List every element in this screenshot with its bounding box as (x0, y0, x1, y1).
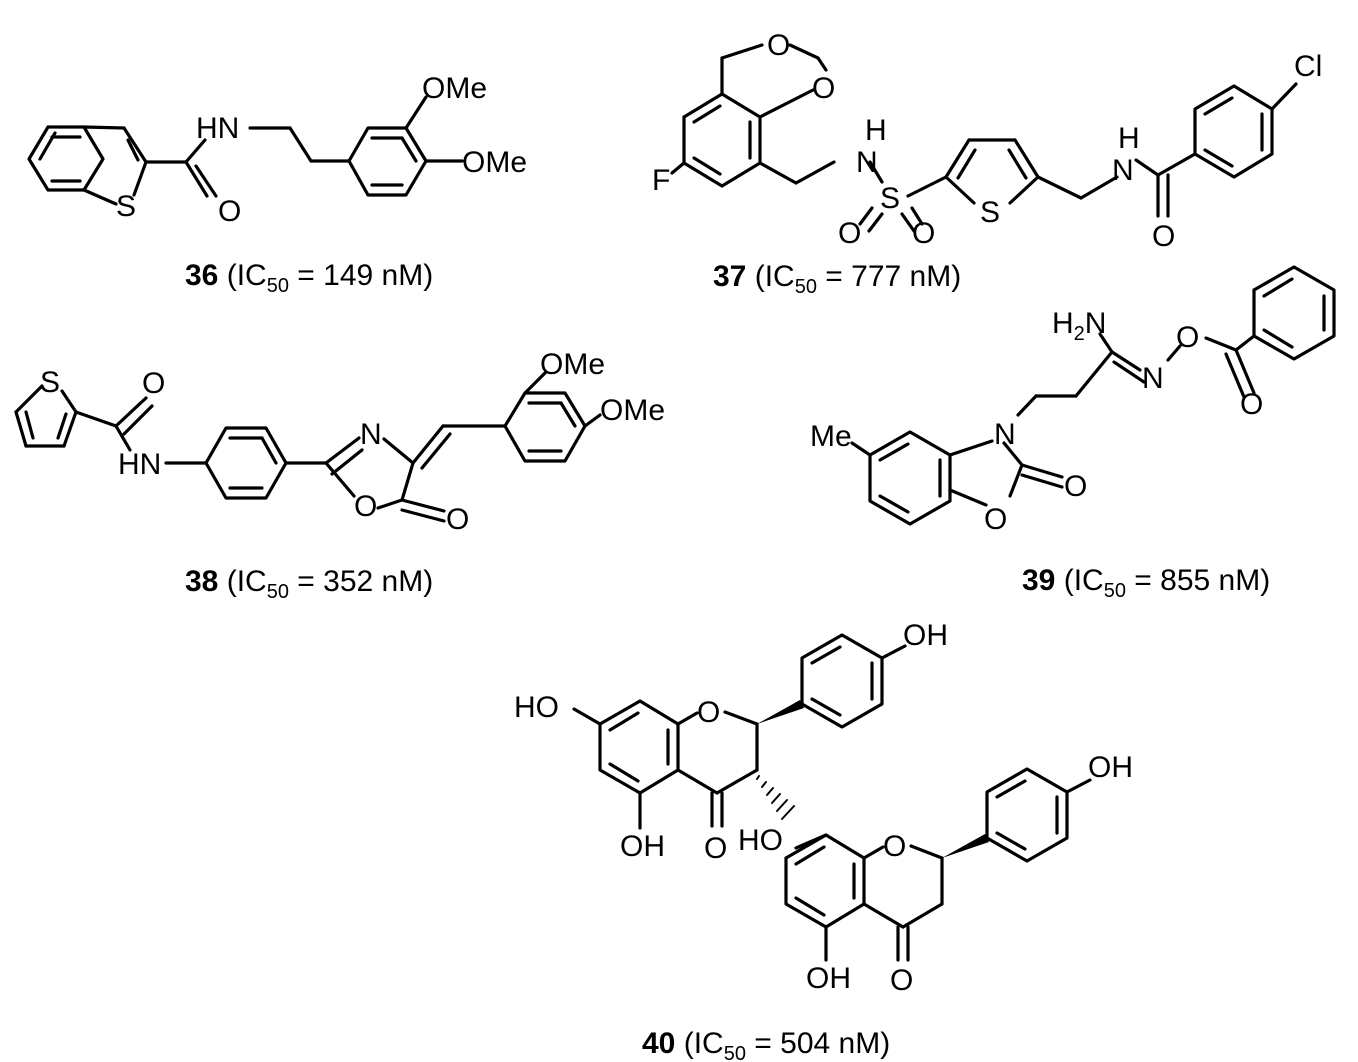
atom-s: S (980, 196, 1000, 229)
atom-oh: OH (620, 830, 665, 863)
hashed-bond (756, 775, 795, 820)
compound-40: OH HO O OH O OH HO O OH O 40 (IC50 = 504… (514, 619, 1133, 1062)
atom-o: O (890, 964, 913, 997)
atom-n: N (856, 146, 878, 179)
atom-hn: HN (196, 112, 239, 145)
atom-o: O (767, 29, 790, 62)
caption-37: 37 (IC50 = 777 nM) (713, 260, 961, 298)
atom-oh: OH (1088, 751, 1133, 784)
compound-number: 37 (713, 260, 746, 293)
atom-o: O (912, 217, 935, 250)
atom-s: S (40, 366, 60, 399)
caption-36: 36 (IC50 = 149 nM) (185, 259, 433, 297)
atom-ho: HO (514, 691, 559, 724)
ic-value: = 149 nM) (297, 259, 433, 292)
compound-number: 38 (185, 565, 218, 598)
atom-o: O (1152, 220, 1175, 253)
atom-o: O (883, 830, 906, 863)
ic-label: IC (694, 1027, 724, 1060)
ic-value: = 504 nM) (754, 1027, 890, 1060)
atom-o: O (1064, 470, 1087, 503)
caption-38: 38 (IC50 = 352 nM) (185, 565, 433, 603)
atom-o: O (838, 217, 861, 250)
atom-ome: OMe (422, 72, 487, 105)
atom-me: Me (810, 420, 852, 453)
atom-ome: OMe (600, 394, 665, 427)
atom-h: H (865, 114, 887, 147)
atom-ome: OMe (462, 146, 527, 179)
compound-38: S O HN N O O OMe OMe 38 (IC50 = 352 nM) (14, 348, 665, 603)
atom-hn: HN (118, 448, 161, 481)
compound-38-bonds (14, 371, 602, 523)
ic-value: = 352 nM) (297, 565, 433, 598)
compound-40-bonds (572, 633, 1092, 962)
ic-label: IC (237, 565, 267, 598)
ic-value: = 777 nM) (825, 260, 961, 293)
ic-subscript: 50 (267, 275, 289, 297)
atom-oh: OH (903, 619, 948, 652)
atom-o: O (446, 503, 469, 536)
atom-o: O (354, 490, 377, 523)
atom-h: H (1052, 307, 1074, 340)
compound-number: 40 (642, 1027, 675, 1060)
atom-s: S (116, 190, 136, 223)
atom-o: O (1240, 388, 1263, 421)
compound-39-bonds (850, 265, 1336, 526)
atom-o: O (984, 503, 1007, 536)
caption-40: 40 (IC50 = 504 nM) (642, 1027, 890, 1062)
atom-n: N (1085, 307, 1107, 340)
compound-39: H2N O N O Me N O O 39 (IC50 = 855 nM) (810, 265, 1336, 602)
atom-ome: OMe (540, 348, 605, 381)
compound-37-bonds (670, 43, 1298, 233)
compound-37: O O F H N S O O S H N O Cl 37 (IC50 = 77… (652, 29, 1322, 298)
atom-h2n: H2N (1052, 307, 1106, 345)
atom-o: O (1176, 321, 1199, 354)
atom-h: H (1118, 122, 1140, 155)
atom-s: S (880, 182, 900, 215)
compound-36: S HN O OMe OMe 36 (IC50 = 149 nM) (27, 72, 527, 297)
atom-o: O (218, 195, 241, 228)
ic-subscript: 50 (267, 581, 289, 603)
ic-label: IC (1074, 564, 1104, 597)
compound-36-bonds (27, 95, 464, 206)
atom-h-count: 2 (1074, 323, 1085, 345)
caption-39: 39 (IC50 = 855 nM) (1022, 564, 1270, 602)
atom-o: O (812, 72, 835, 105)
atom-n: N (994, 418, 1016, 451)
compound-number: 39 (1022, 564, 1055, 597)
compound-number: 36 (185, 259, 218, 292)
atom-o: O (142, 367, 165, 400)
atom-n: N (1112, 154, 1134, 187)
ic-label: IC (237, 259, 267, 292)
ic-value: = 855 nM) (1134, 564, 1270, 597)
ic-subscript: 50 (1104, 580, 1126, 602)
atom-cl: Cl (1294, 50, 1322, 83)
atom-o: O (704, 832, 727, 865)
atom-o: O (697, 696, 720, 729)
atom-n: N (360, 418, 382, 451)
atom-f: F (652, 164, 670, 197)
ic-label: IC (765, 260, 795, 293)
ic-subscript: 50 (795, 276, 817, 298)
ic-subscript: 50 (724, 1043, 746, 1062)
atom-ho: HO (738, 824, 783, 857)
atom-oh: OH (806, 962, 851, 995)
atom-n: N (1142, 362, 1164, 395)
